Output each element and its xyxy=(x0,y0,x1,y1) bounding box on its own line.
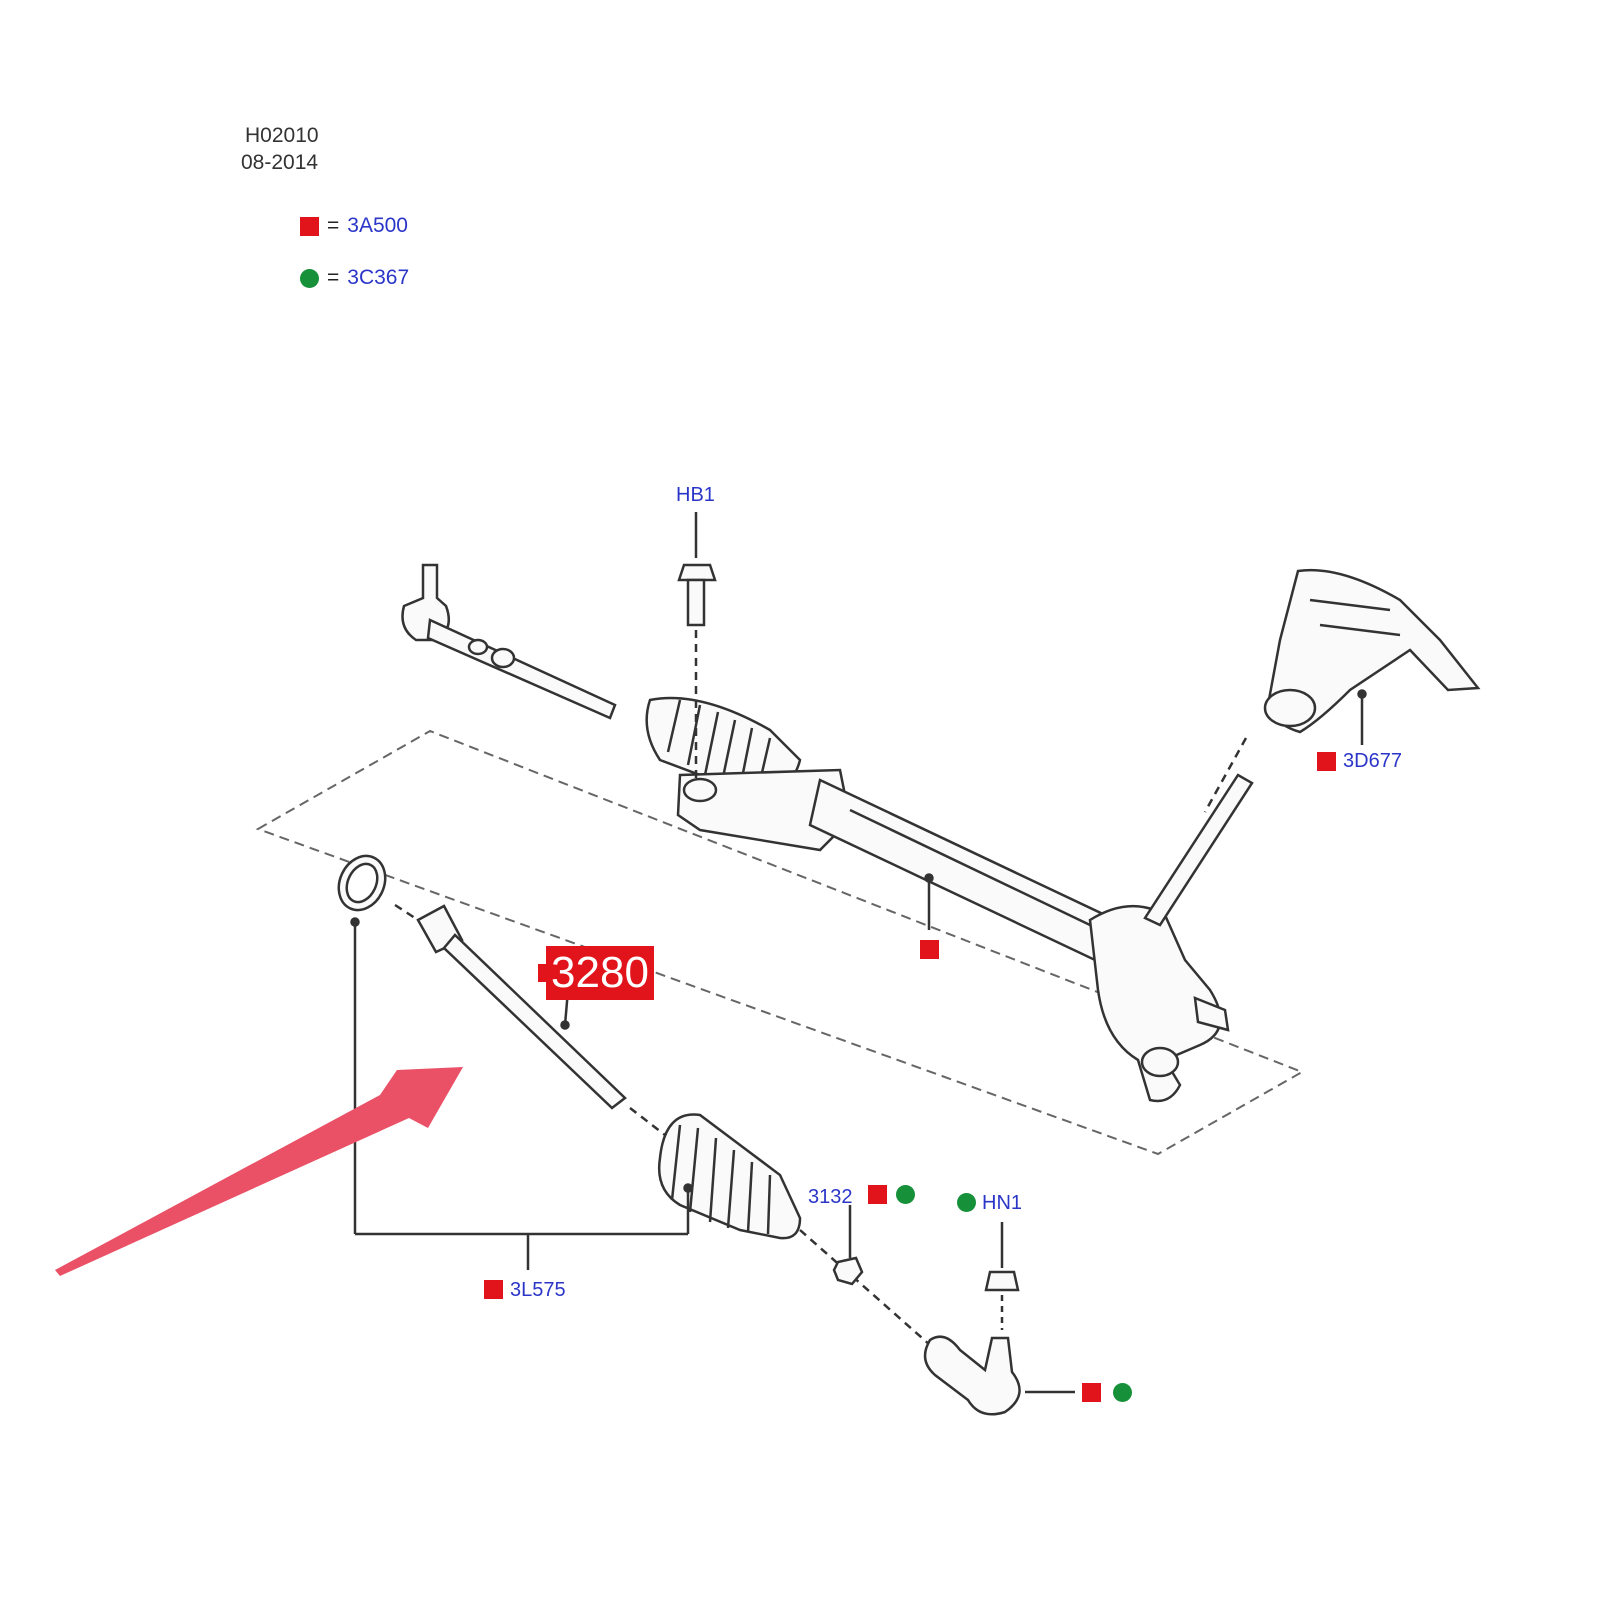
drawing-code: H02010 xyxy=(245,124,319,147)
exploded-parts xyxy=(337,854,931,1346)
steering-rack-assembly xyxy=(401,563,1481,1103)
highlight-tab xyxy=(538,964,548,982)
part-label-3d677[interactable]: 3D677 xyxy=(1343,750,1402,772)
part-label-hn1[interactable]: HN1 xyxy=(982,1192,1023,1214)
green-circle-icon xyxy=(300,268,319,288)
hb1-bolt xyxy=(677,512,717,780)
legend-equals: = xyxy=(327,214,340,237)
green-circle-icon xyxy=(896,1185,915,1204)
green-circle-icon xyxy=(1113,1383,1132,1402)
outer-tie-rod-end xyxy=(923,1335,1075,1416)
part-label-3132[interactable]: 3132 xyxy=(808,1186,853,1208)
legend-green-circle: = 3C367 xyxy=(300,266,409,290)
green-circle-icon xyxy=(957,1193,976,1212)
highlight-arrow xyxy=(55,1067,463,1276)
red-square-icon xyxy=(1317,752,1336,771)
drawing-date: 08-2014 xyxy=(241,151,319,174)
exploded-view-boundary xyxy=(255,729,1305,1156)
leader-lines xyxy=(924,689,1367,930)
red-square-icon xyxy=(300,216,319,236)
red-square-icon xyxy=(868,1185,887,1204)
hn1-nut xyxy=(984,1222,1020,1330)
part-label-hb1[interactable]: HB1 xyxy=(676,484,715,506)
red-square-icon xyxy=(1082,1383,1101,1402)
nut-3132 xyxy=(832,1205,864,1286)
legend-equals: = xyxy=(327,266,340,289)
red-square-icon xyxy=(920,940,939,959)
l575-bracket xyxy=(350,917,693,1270)
legend-code-3a500[interactable]: 3A500 xyxy=(347,214,408,237)
legend-red-square: = 3A500 xyxy=(300,214,408,238)
red-square-icon xyxy=(484,1280,503,1299)
part-label-3280[interactable]: 3280 xyxy=(546,946,654,1000)
legend-code-3c367[interactable]: 3C367 xyxy=(347,266,410,289)
part-label-3l575[interactable]: 3L575 xyxy=(510,1279,566,1301)
